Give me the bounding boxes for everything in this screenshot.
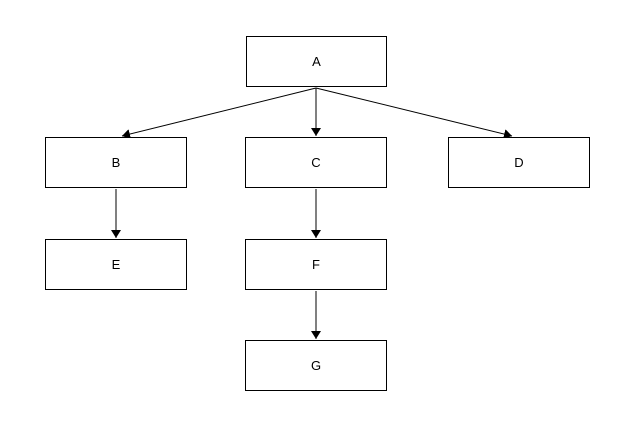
node-D: D — [448, 137, 590, 188]
node-C-label: C — [311, 155, 321, 170]
node-A-label: A — [312, 54, 321, 69]
node-B-label: B — [111, 155, 121, 170]
edge-A-B — [121, 87, 317, 139]
node-G-label: G — [310, 358, 322, 373]
node-F-label: F — [312, 257, 320, 272]
node-C: C — [245, 137, 387, 188]
node-G: G — [245, 340, 387, 391]
edge-A-D — [315, 87, 513, 139]
node-E: E — [45, 239, 187, 290]
node-F: F — [245, 239, 387, 290]
node-D-label: D — [514, 155, 524, 170]
node-B: B — [45, 137, 187, 188]
node-A: A — [246, 36, 387, 87]
node-E-label: E — [111, 257, 121, 272]
